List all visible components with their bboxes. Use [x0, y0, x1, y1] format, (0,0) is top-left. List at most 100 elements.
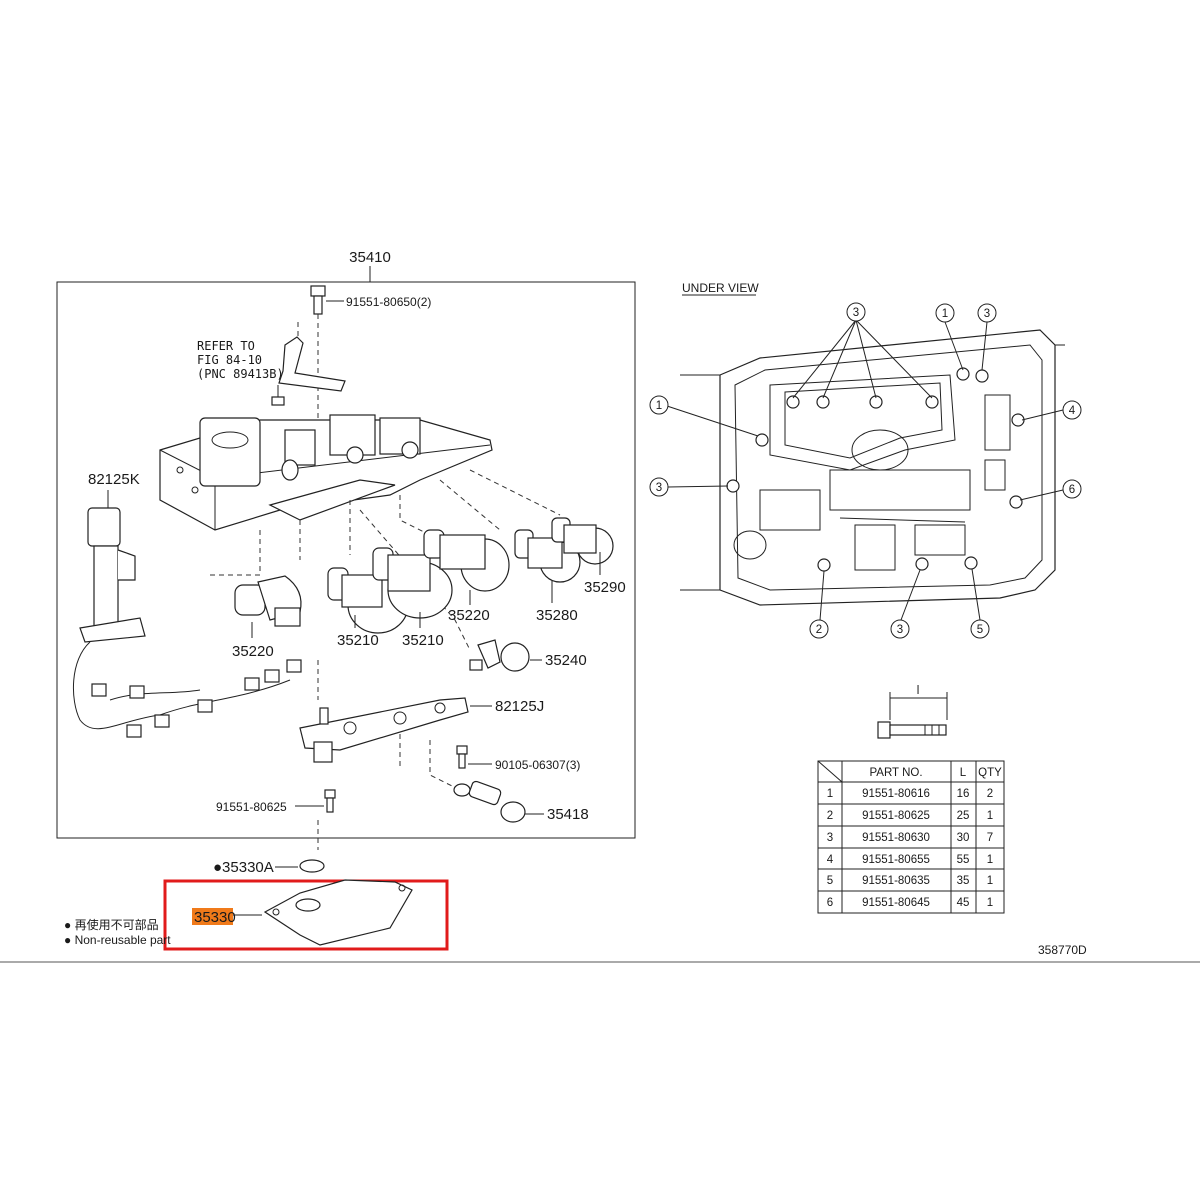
callout-1-top: 1 — [935, 303, 955, 323]
legend-en: ● Non-reusable part — [64, 933, 171, 947]
callout-2-bottom: 2 — [809, 619, 829, 639]
bolt-dimension: l — [877, 685, 948, 739]
solenoid-35290-label: 35290 — [584, 579, 626, 596]
refer-line2: FIG 84-10 — [197, 353, 262, 367]
svg-text:55: 55 — [957, 854, 970, 866]
svg-text:3: 3 — [827, 832, 833, 844]
under-view-title: UNDER VIEW — [682, 281, 759, 295]
svg-text:6: 6 — [1069, 484, 1075, 496]
svg-text:5: 5 — [827, 875, 833, 887]
bolt-90105-label: 90105-06307(3) — [495, 758, 580, 772]
table-row: 1 91551-80616 16 2 — [827, 788, 993, 800]
svg-text:91551-80635: 91551-80635 — [862, 875, 930, 887]
svg-text:4: 4 — [827, 854, 834, 866]
oring-label: ●35330A — [213, 859, 274, 876]
solenoid-35290-icon — [551, 517, 614, 565]
bolt-icon — [877, 721, 947, 739]
svg-text:16: 16 — [957, 788, 970, 800]
svg-text:91551-80645: 91551-80645 — [862, 897, 930, 909]
svg-text:30: 30 — [957, 832, 970, 844]
svg-text:35: 35 — [957, 875, 970, 887]
callout-3-top: 3 — [846, 302, 866, 322]
callout-4-right: 4 — [1062, 400, 1082, 420]
svg-text:91551-80625: 91551-80625 — [862, 810, 930, 822]
solenoid-35240-icon — [469, 639, 530, 672]
solenoid-35210-b-label: 35210 — [402, 632, 444, 649]
table-header-qty: QTY — [978, 767, 1002, 779]
bolt-dim-label: l — [917, 685, 920, 697]
svg-text:3: 3 — [984, 308, 990, 320]
highlight-label-bg — [192, 908, 233, 925]
harness-label: 82125K — [88, 471, 140, 488]
svg-text:3: 3 — [897, 624, 903, 636]
bolt-top-icon — [310, 285, 326, 420]
callout-3-left: 3 — [649, 477, 669, 497]
solenoid-35210-b-icon — [372, 547, 453, 619]
callout-5-bottom: 5 — [970, 619, 990, 639]
svg-text:3: 3 — [656, 482, 662, 494]
refer-line1: REFER TO — [197, 339, 255, 353]
solenoid-35220-right-icon — [423, 529, 510, 592]
oring-icon — [299, 859, 325, 873]
bracket-82125j-icon — [299, 697, 469, 763]
main-assembly: 35410 91551-80650(2) REFER TO FIG 84-10 … — [56, 249, 636, 850]
solenoid-35240-label: 35240 — [545, 652, 587, 669]
solenoid-35220-left-icon — [234, 575, 302, 627]
assembly-guides — [210, 469, 561, 850]
svg-text:91551-80655: 91551-80655 — [862, 854, 930, 866]
highlight-box — [163, 879, 449, 951]
solenoid-35220-right-label: 35220 — [448, 607, 490, 624]
strainer-area: ●35330A 35330 — [163, 859, 449, 951]
svg-text:2: 2 — [987, 788, 993, 800]
part-35418-label: 35418 — [547, 806, 589, 823]
bolt-holes — [726, 367, 1025, 572]
svg-text:6: 6 — [827, 897, 833, 909]
table-row: 5 91551-80635 35 1 — [827, 875, 993, 887]
oil-pan-outline — [680, 329, 1065, 606]
callouts: 3 1 3 1 4 3 6 2 3 5 — [649, 302, 1082, 639]
figure-id: 358770D — [1038, 943, 1087, 957]
callout-3-top-right: 3 — [977, 303, 997, 323]
svg-text:1: 1 — [987, 810, 993, 822]
table-row: 2 91551-80625 25 1 — [827, 810, 993, 822]
bolt-table: PART NO. L QTY 1 91551-80616 16 2 2 9155… — [817, 760, 1005, 914]
main-frame-border — [56, 281, 636, 839]
svg-text:1: 1 — [987, 854, 993, 866]
bracket-label: 82125J — [495, 698, 544, 715]
svg-text:1: 1 — [827, 788, 833, 800]
strainer-label: 35330 — [194, 909, 236, 926]
svg-text:1: 1 — [987, 897, 993, 909]
small-lever-icon — [271, 322, 346, 406]
svg-text:1: 1 — [987, 875, 993, 887]
svg-text:1: 1 — [942, 308, 948, 320]
table-row: 4 91551-80655 55 1 — [827, 854, 993, 866]
svg-text:91551-80616: 91551-80616 — [862, 788, 930, 800]
bolt-top-label: 91551-80650(2) — [346, 295, 431, 309]
svg-text:91551-80630: 91551-80630 — [862, 832, 930, 844]
svg-text:2: 2 — [816, 624, 822, 636]
svg-text:4: 4 — [1069, 405, 1076, 417]
refer-line3: (PNC 89413B) — [197, 367, 284, 381]
svg-text:5: 5 — [977, 624, 983, 636]
bolt-80625-icon — [324, 789, 336, 813]
callout-1-left: 1 — [649, 395, 669, 415]
svg-text:2: 2 — [827, 810, 833, 822]
solenoid-35280-label: 35280 — [536, 607, 578, 624]
svg-text:7: 7 — [987, 832, 993, 844]
solenoid-35210-a-label: 35210 — [337, 632, 379, 649]
svg-text:3: 3 — [853, 307, 859, 319]
callout-3-bottom: 3 — [890, 619, 910, 639]
bolt-80625-label: 91551-80625 — [216, 800, 287, 814]
bolt-90105-icon — [456, 745, 468, 769]
harness-connector-icon — [72, 507, 302, 738]
part-35418-icon — [453, 780, 526, 823]
main-frame-label: 35410 — [349, 249, 391, 266]
solenoid-35220-left-label: 35220 — [232, 643, 274, 660]
table-header-l: L — [960, 767, 967, 779]
callout-leaders — [666, 319, 1064, 621]
strainer-icon — [263, 879, 413, 946]
valve-body-icon — [159, 414, 493, 531]
svg-text:45: 45 — [957, 897, 970, 909]
table-header-part: PART NO. — [869, 767, 922, 779]
